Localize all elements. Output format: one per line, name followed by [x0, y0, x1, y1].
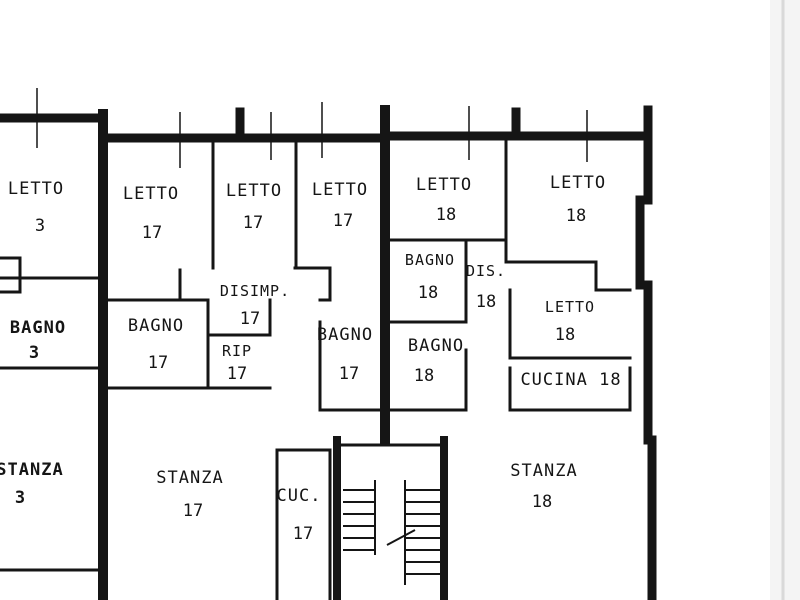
- walls: [0, 105, 657, 600]
- room-label-bagno-18a: BAGNO: [404, 251, 456, 269]
- room-label-letto-17b: LETTO: [225, 181, 283, 201]
- stair-treads: [343, 480, 440, 585]
- wall-18-bagno-b: [388, 348, 468, 412]
- room-label-letto-18a: LETTO: [415, 175, 473, 195]
- room-label-disimp-17: DISIMP.: [219, 282, 291, 300]
- room-label-stanza-17: STANZA: [156, 468, 224, 488]
- room-label-stanza-18: STANZA: [510, 461, 578, 481]
- room-number-dis-18: 18: [475, 292, 497, 312]
- room-label-dis-18: DIS.: [465, 262, 507, 280]
- wall-17-cuc: [275, 448, 332, 600]
- wall-17-disimp: [178, 266, 332, 337]
- room-number-stanza-18: 18: [531, 492, 553, 512]
- wall-right-outer: [635, 105, 657, 600]
- room-number-bagno-3: 3: [28, 343, 40, 363]
- room-number-letto-18c: 18: [554, 325, 576, 345]
- room-label-cuc-17: CUC.: [276, 486, 322, 506]
- wall-18-cucina: [508, 366, 632, 412]
- room-number-bagno-17b: 17: [338, 364, 360, 384]
- room-number-stanza-3: 3: [14, 488, 26, 508]
- room-label-bagno-3: BAGNO: [9, 318, 67, 338]
- room-number-rip-17: 17: [226, 364, 248, 384]
- wall-left-notch: [0, 256, 22, 294]
- room-label-rip-17: RIP: [221, 342, 253, 360]
- room-number-disimp-17: 17: [239, 309, 261, 329]
- wall-18-letto: [504, 260, 632, 360]
- room-label-stanza-3: STANZA: [0, 460, 64, 480]
- room-number-letto-18b: 18: [565, 206, 587, 226]
- room-number-letto-17a: 17: [141, 223, 163, 243]
- room-label-letto-18c: LETTO: [544, 298, 596, 316]
- room-label-letto-17c: LETTO: [311, 180, 369, 200]
- room-number-bagno-18b: 18: [413, 366, 435, 386]
- room-label-cucina-18: CUCINA 18: [520, 370, 622, 390]
- room-number-bagno-17a: 17: [147, 353, 169, 373]
- room-label-bagno-18b: BAGNO: [407, 336, 465, 356]
- room-label-bagno-17a: BAGNO: [127, 316, 185, 336]
- room-label-letto-3: LETTO: [7, 179, 65, 199]
- room-number-letto-17b: 17: [242, 213, 264, 233]
- room-number-letto-18a: 18: [435, 205, 457, 225]
- room-number-cuc-17: 17: [292, 524, 314, 544]
- room-number-letto-17c: 17: [332, 211, 354, 231]
- window-ticks: [10, 88, 615, 168]
- room-number-stanza-17: 17: [182, 501, 204, 521]
- wall-18-bagno-a: [388, 238, 468, 324]
- page-edge: [770, 0, 800, 600]
- room-number-letto-3: 3: [34, 216, 46, 236]
- wall-17-bagno: [318, 298, 385, 412]
- room-label-letto-18b: LETTO: [549, 173, 607, 193]
- room-label-bagno-17b: BAGNO: [316, 325, 374, 345]
- room-number-bagno-18a: 18: [417, 283, 439, 303]
- room-label-letto-17a: LETTO: [122, 184, 180, 204]
